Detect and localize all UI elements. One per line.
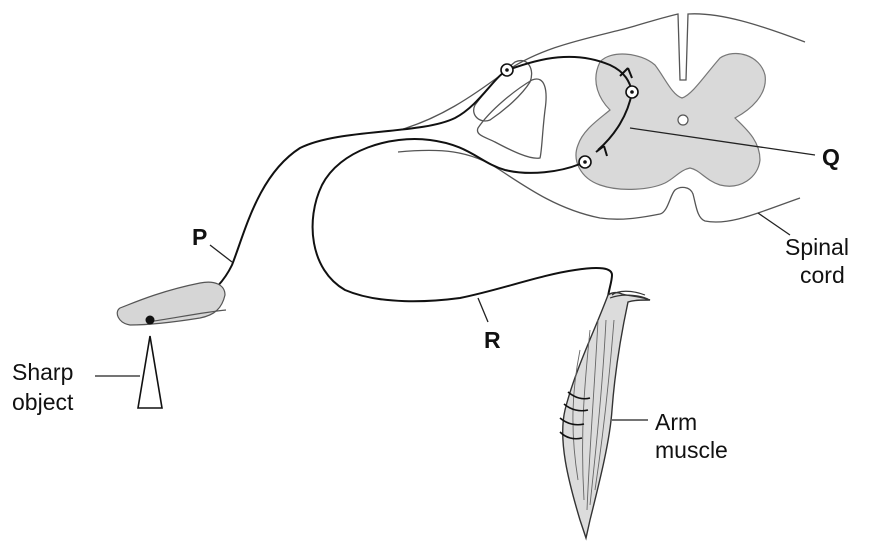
receptor-dot bbox=[146, 316, 155, 325]
sensory-neuron bbox=[150, 57, 632, 320]
central-canal bbox=[678, 115, 688, 125]
label-q: Q bbox=[822, 144, 840, 170]
leader-p bbox=[210, 245, 232, 262]
label-r: R bbox=[484, 327, 501, 353]
label-arm-muscle-line2: muscle bbox=[655, 437, 728, 463]
grey-matter bbox=[576, 53, 765, 189]
leader-spinal-cord bbox=[758, 213, 790, 235]
label-sharp-object-line1: Sharp bbox=[12, 359, 73, 385]
finger bbox=[117, 282, 226, 325]
label-p: P bbox=[192, 224, 207, 250]
sensory-nucleus bbox=[505, 68, 509, 72]
motor-nucleus bbox=[583, 160, 587, 164]
label-arm-muscle-line1: Arm bbox=[655, 409, 697, 435]
label-spinal-cord-line1: Spinal bbox=[785, 234, 849, 260]
label-spinal-cord-line2: cord bbox=[800, 262, 845, 288]
arm-muscle bbox=[560, 291, 650, 538]
motor-neuron bbox=[313, 139, 612, 301]
leader-r bbox=[478, 298, 488, 322]
label-sharp-object-line2: object bbox=[12, 389, 74, 415]
sharp-object-icon bbox=[138, 336, 162, 408]
relay-nucleus bbox=[630, 90, 634, 94]
